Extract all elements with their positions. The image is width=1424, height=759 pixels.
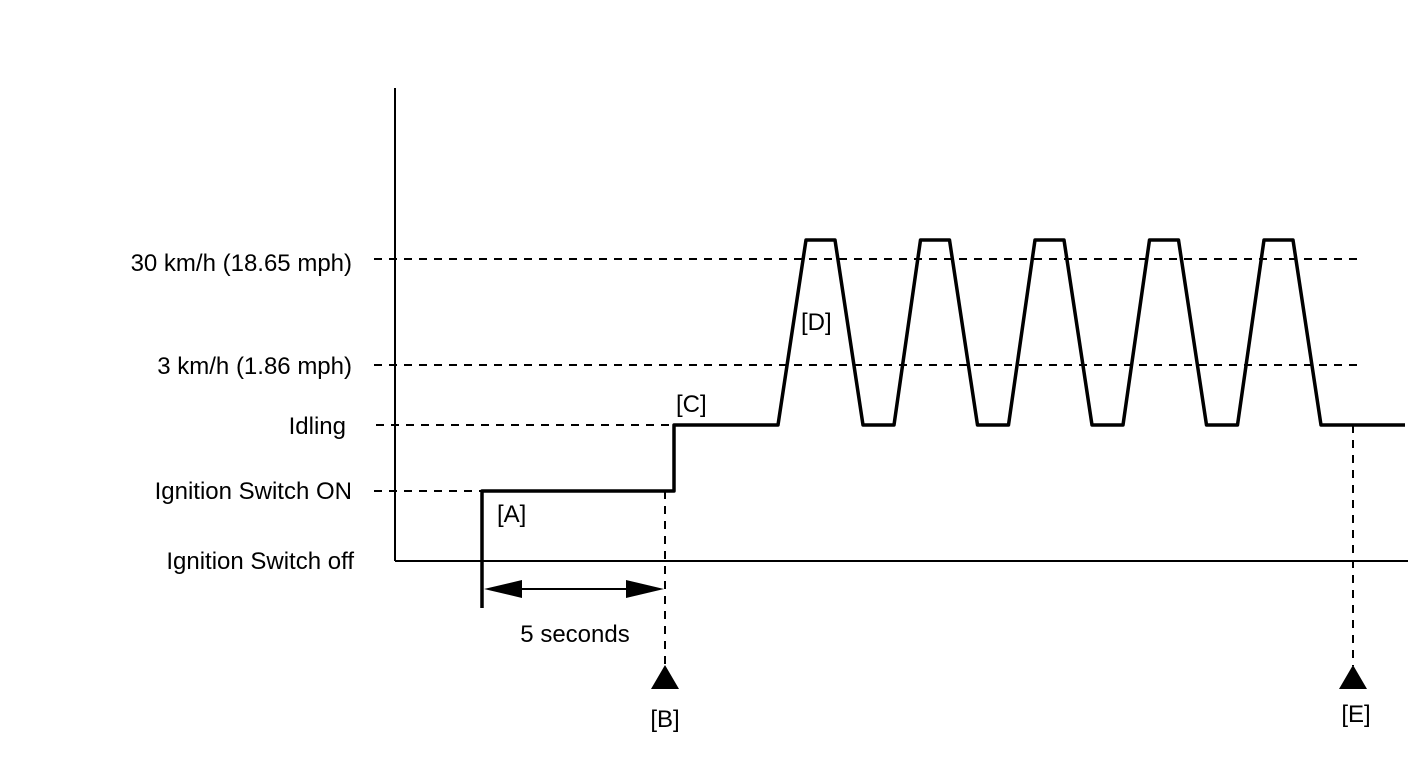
marker-label-d: [D] bbox=[801, 309, 832, 336]
marker-label-c: [C] bbox=[676, 391, 707, 418]
marker-e-triangle-icon bbox=[1339, 665, 1367, 689]
level-label-idling: Idling bbox=[289, 413, 346, 440]
marker-label-e: [E] bbox=[1341, 701, 1370, 728]
speed-signal-trace bbox=[480, 238, 1405, 608]
marker-b-triangle-icon bbox=[651, 665, 679, 689]
level-label-ignition-on: Ignition Switch ON bbox=[155, 478, 352, 505]
duration-arrow-left-head bbox=[484, 580, 522, 598]
marker-label-b: [B] bbox=[650, 706, 679, 733]
level-label-ignition-off: Ignition Switch off bbox=[166, 548, 354, 575]
duration-arrow-right-head bbox=[626, 580, 664, 598]
marker-label-a: [A] bbox=[497, 501, 526, 528]
level-label-30kmh: 30 km/h (18.65 mph) bbox=[131, 250, 352, 277]
level-label-3kmh: 3 km/h (1.86 mph) bbox=[157, 353, 352, 380]
duration-label: 5 seconds bbox=[520, 621, 629, 648]
